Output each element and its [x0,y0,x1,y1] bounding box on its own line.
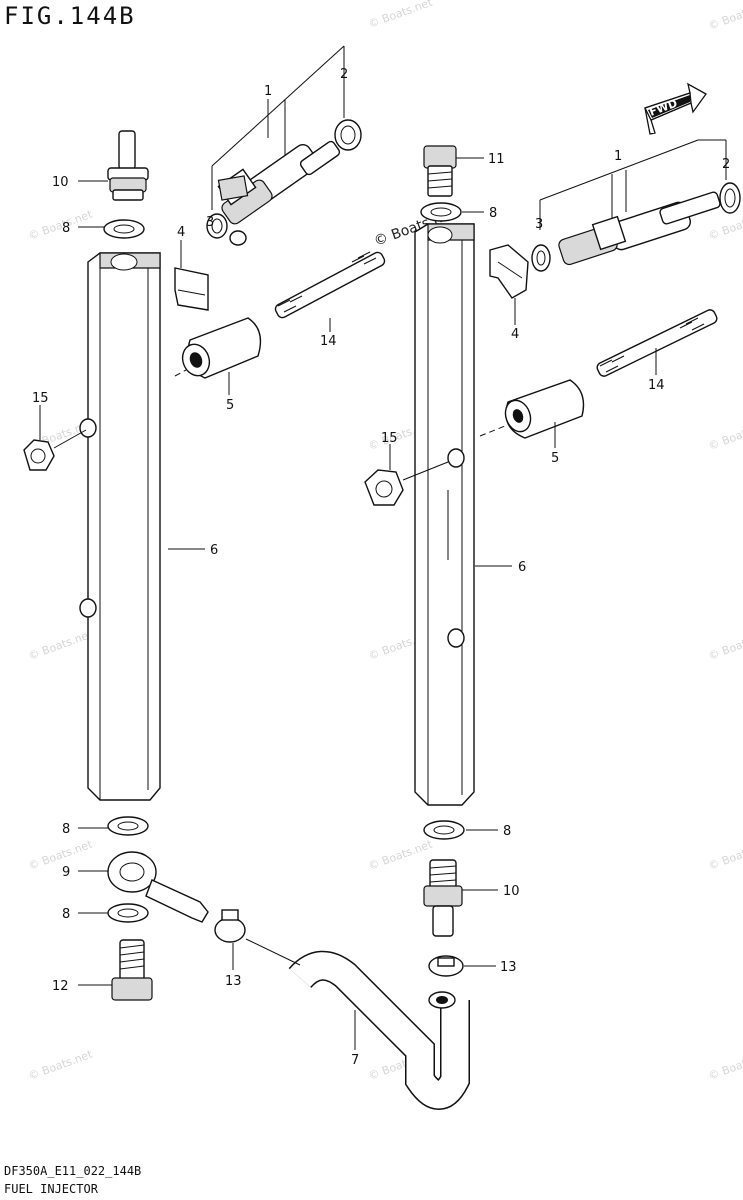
callout-4-right: 4 [511,327,519,342]
figure-name: FUEL INJECTOR [4,1182,98,1196]
callout-3-left: 3 [206,215,214,230]
collar-5-left [181,317,262,379]
callout-8-right-bottom: 8 [503,824,511,839]
watermark: © Boats.net [707,417,743,452]
fuel-rail-6-left [79,252,161,801]
fwd-label: FWD [648,97,679,119]
watermark: © Boats.net [707,1047,743,1082]
callout-1-left: 1 [264,84,272,99]
watermark: © Boats.net [707,207,743,242]
callout-15-right: 15 [381,431,398,446]
callout-1-right-leader [539,139,727,230]
callout-15-left: 15 [32,391,49,406]
fuel-rail-6-right [414,223,475,806]
watermark: © Boats.net [367,837,435,872]
watermark: © Boats.net [367,0,435,31]
bolt-12-left [111,939,153,1001]
callout-5-right: 5 [551,451,559,466]
watermark: © Boats.net [27,627,95,662]
callout-8-left-top: 8 [62,221,70,236]
nut-15-left [23,429,87,471]
callout-11: 11 [488,152,505,167]
callout-2-right: 2 [722,157,730,172]
callout-6-right: 6 [518,560,526,575]
callout-8-left-bottom: 8 [62,822,70,837]
callout-8-right-top: 8 [489,206,497,221]
callout-6-left: 6 [210,543,218,558]
nut-15-right [364,461,449,506]
callout-10-right: 10 [503,884,520,899]
parts-diagram: © Boats.net © Boats.net © Boats.net © Bo… [23,0,743,1110]
fitting-10-right [423,859,463,937]
callout-13-left: 13 [225,974,242,989]
callout-3-right: 3 [535,217,543,232]
fitting-10-left [107,130,149,201]
callout-1-left-leader [211,45,345,210]
figure-code: DF350A_E11_022_144B [4,1164,142,1178]
callout-2-left: 2 [340,67,348,82]
watermark: © Boats.net [707,0,743,33]
callout-14-right: 14 [648,378,665,393]
clamp-13-left [214,909,246,943]
figure-title: FIG.144B [4,2,136,30]
callout-14-left: 14 [320,334,337,349]
callout-9: 9 [62,865,70,880]
watermark: © Boats.net [27,837,95,872]
watermark: © Boats.net [27,1047,95,1082]
callout-8-left-lower: 8 [62,907,70,922]
callout-labels: 1 2 3 4 5 6 8 10 14 15 8 9 8 12 13 7 11 … [32,67,730,1068]
injector-right [558,191,721,266]
hose-7 [288,950,470,1110]
injector-left [217,140,341,246]
callout-4-left: 4 [177,225,185,240]
clip-4-right [489,244,529,299]
collar-5-right [504,379,585,439]
callout-leaders [39,157,657,1050]
watermark: © Boats.net [707,837,743,872]
callout-7: 7 [351,1053,359,1068]
watermark: © Boats.net [27,207,95,242]
callout-12: 12 [52,979,69,994]
clip-4-left [174,267,209,311]
stud-14-right [596,309,718,377]
callout-10-left: 10 [52,175,69,190]
callout-13-right: 13 [500,960,517,975]
callout-1-right: 1 [614,149,622,164]
clamp-13-right [428,955,464,977]
watermark: © Boats.net [707,627,743,662]
stud-14-left [274,251,386,319]
fwd-arrow-icon: FWD [644,82,707,135]
banjo-9-left [107,851,209,923]
fitting-11-right [423,145,457,197]
callout-5-left: 5 [226,398,234,413]
